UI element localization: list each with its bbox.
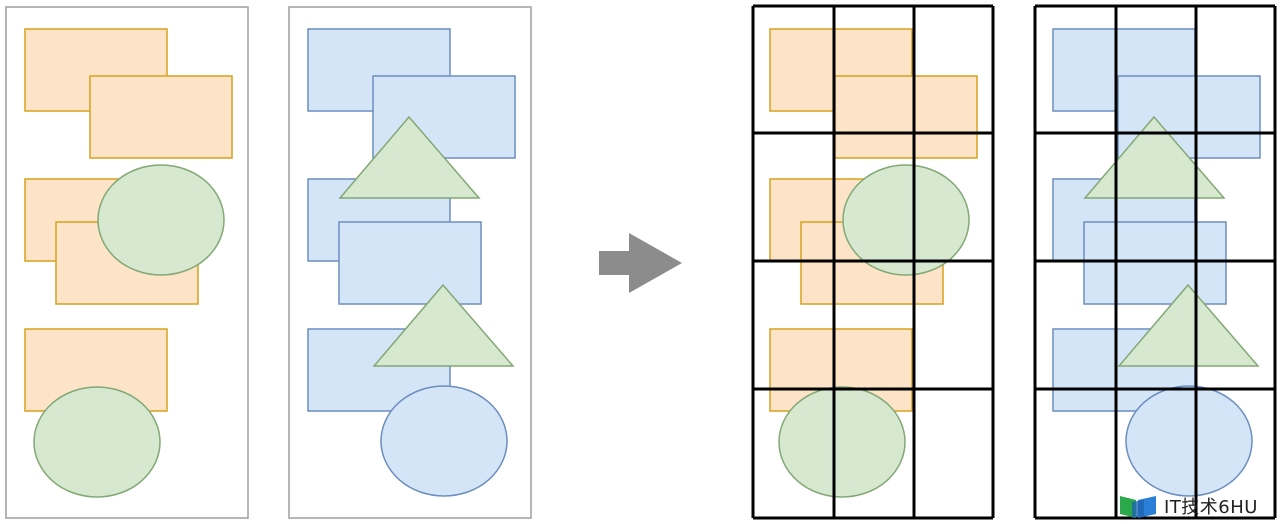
rectangle-shape bbox=[338, 221, 482, 305]
ellipse-shape bbox=[97, 164, 225, 276]
book-logo-icon bbox=[1120, 496, 1156, 518]
triangle-shape bbox=[372, 283, 515, 367]
gridded-panel-2 bbox=[1033, 4, 1277, 520]
ellipse-shape bbox=[1125, 385, 1253, 497]
watermark-text: IT技术6HU bbox=[1164, 497, 1258, 518]
rectangle-shape bbox=[89, 75, 233, 159]
grid-overlay bbox=[1033, 4, 1277, 520]
grid-overlay bbox=[751, 4, 995, 520]
triangle-shape bbox=[1117, 283, 1260, 367]
rectangle-shape bbox=[769, 328, 913, 412]
ellipse-shape bbox=[778, 386, 906, 498]
right-arrow-icon bbox=[599, 233, 682, 293]
rectangle-shape bbox=[1083, 221, 1227, 305]
source-panel-2 bbox=[288, 6, 532, 519]
source-panel-1 bbox=[5, 6, 249, 519]
watermark: IT技术6HU bbox=[1118, 490, 1258, 522]
ellipse-shape bbox=[842, 164, 970, 276]
rectangle-shape bbox=[834, 75, 978, 159]
triangle-shape bbox=[338, 115, 481, 199]
triangle-shape bbox=[1083, 115, 1226, 199]
ellipse-shape bbox=[380, 385, 508, 497]
ellipse-shape bbox=[33, 386, 161, 498]
gridded-panel-1 bbox=[751, 4, 995, 520]
